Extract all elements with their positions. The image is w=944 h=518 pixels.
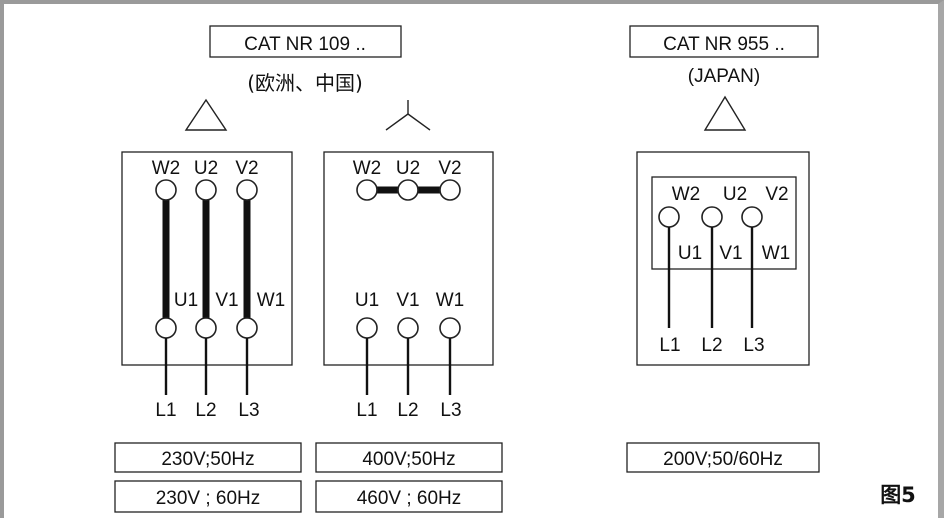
line-label: L1	[155, 400, 176, 421]
voltage-label: 230V ; 60Hz	[156, 488, 261, 509]
line-label: L3	[743, 335, 764, 356]
terminal-screw	[439, 179, 461, 201]
terminal-screw	[236, 317, 258, 339]
figure-label: 图5	[880, 483, 916, 507]
terminal-label: V1	[215, 290, 238, 311]
line-label: L2	[701, 335, 722, 356]
right-cat-label-box: CAT NR 955 ..	[629, 25, 819, 58]
terminal-screw	[155, 179, 177, 201]
terminal-screw	[741, 206, 763, 228]
line-label: L3	[440, 400, 461, 421]
delta-triangle-icon	[184, 98, 228, 131]
voltage-box: 230V ; 60Hz	[114, 480, 302, 513]
terminal-label: W2	[152, 158, 181, 179]
right-cat-label: CAT NR 955 ..	[663, 34, 785, 55]
left-region-label: (欧洲、中国)	[247, 71, 363, 95]
voltage-box: 460V ; 60Hz	[315, 480, 503, 513]
terminal-label: W1	[436, 290, 465, 311]
line-label: L2	[195, 400, 216, 421]
voltage-box: 230V;50Hz	[114, 442, 302, 473]
terminal-label: V1	[396, 290, 419, 311]
star-wye-icon	[385, 100, 431, 131]
terminal-screw	[195, 179, 217, 201]
terminal-label: V2	[235, 158, 258, 179]
star-terminal-block: W2 U2 V2 U1 V1 W1	[323, 151, 494, 366]
line-label: L3	[238, 400, 259, 421]
terminal-screw	[356, 179, 378, 201]
terminal-screw	[195, 317, 217, 339]
voltage-label: 400V;50Hz	[362, 449, 455, 470]
voltage-label: 460V ; 60Hz	[357, 488, 462, 509]
delta-terminal-block: W2 U2 V2 U1 V1 W1	[121, 151, 293, 366]
terminal-label: W1	[762, 243, 791, 264]
terminal-screw	[155, 317, 177, 339]
terminal-label: W1	[257, 290, 286, 311]
japan-terminal-block: W2 U2 V2 U1 V1 W1	[636, 151, 810, 366]
terminal-label: U1	[678, 243, 702, 264]
terminal-screw	[701, 206, 723, 228]
line-label: L1	[356, 400, 377, 421]
terminal-screw	[658, 206, 680, 228]
delta-triangle-icon	[703, 95, 747, 131]
terminal-screw	[397, 179, 419, 201]
terminal-screw	[236, 179, 258, 201]
terminal-label: U1	[174, 290, 198, 311]
terminal-screw	[397, 317, 419, 339]
voltage-box: 400V;50Hz	[315, 442, 503, 473]
terminal-screw	[356, 317, 378, 339]
terminal-label: U1	[355, 290, 379, 311]
terminal-label: W2	[353, 158, 382, 179]
voltage-label: 230V;50Hz	[161, 449, 254, 470]
terminal-label: U2	[396, 158, 420, 179]
right-region-label: (JAPAN)	[688, 66, 760, 87]
terminal-label: V1	[719, 243, 742, 264]
voltage-label: 200V;50/60Hz	[663, 449, 783, 470]
line-label: L2	[397, 400, 418, 421]
left-cat-label-box: CAT NR 109 ..	[209, 25, 402, 58]
terminal-label: U2	[723, 184, 747, 205]
voltage-box: 200V;50/60Hz	[626, 442, 820, 473]
terminal-screw	[439, 317, 461, 339]
terminal-label: U2	[194, 158, 218, 179]
line-label: L1	[659, 335, 680, 356]
terminal-label: V2	[765, 184, 788, 205]
left-cat-label: CAT NR 109 ..	[244, 34, 366, 55]
terminal-label: V2	[438, 158, 461, 179]
terminal-label: W2	[672, 184, 701, 205]
